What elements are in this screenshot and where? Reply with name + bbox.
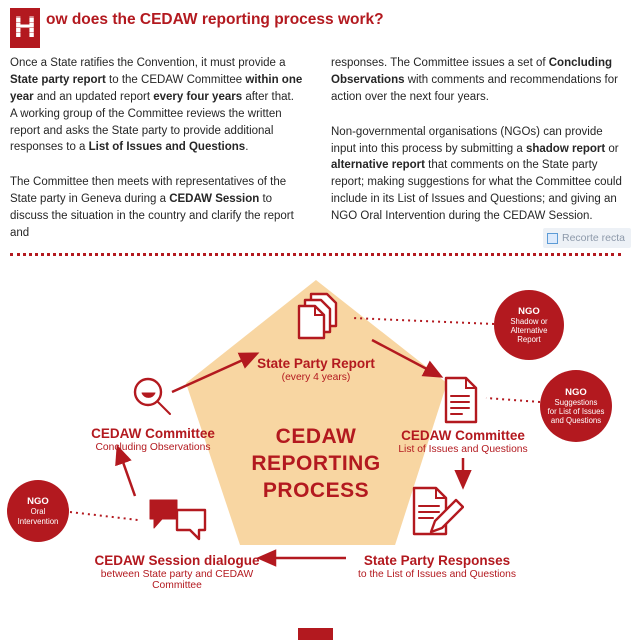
node-report-sub: (every 4 years) xyxy=(281,372,351,383)
node-responses-sub: to the List of Issues and Questions xyxy=(358,569,516,580)
snip-label: Recorte recta xyxy=(562,232,626,244)
badge-line: and Questions xyxy=(550,416,602,426)
process-diagram: State Party Report (every 4 years) CEDAW… xyxy=(0,256,631,640)
document-icon xyxy=(440,376,480,429)
node-dialogue-label: CEDAW Session dialogue between State par… xyxy=(77,553,277,591)
badge-tag: NGO xyxy=(518,305,540,317)
ngo-oral-badge: NGO Oral Intervention xyxy=(7,480,69,542)
node-responses-title: State Party Responses xyxy=(363,553,511,568)
badge-line: Report xyxy=(517,335,541,345)
node-report-label: State Party Report (every 4 years) xyxy=(223,356,409,383)
node-committee-right-sub: List of Issues and Questions xyxy=(398,444,528,455)
page-title: ow does the CEDAW reporting process work… xyxy=(46,11,384,28)
node-committee-left-title: CEDAW Committee xyxy=(91,426,215,441)
node-report-title: State Party Report xyxy=(257,356,375,371)
diagram-title: CEDAW REPORTING PROCESS xyxy=(201,424,431,505)
snip-icon xyxy=(547,232,558,244)
dotted-divider xyxy=(10,253,621,256)
report-stack-icon xyxy=(289,292,341,355)
node-committee-left-label: CEDAW Committee Concluding Observations xyxy=(72,426,234,453)
diagram-title-line: PROCESS xyxy=(262,478,370,502)
node-committee-left-sub: Concluding Observations xyxy=(95,442,211,453)
diagram-title-line: CEDAW xyxy=(275,425,357,448)
badge-line: for List of Issues xyxy=(547,407,605,416)
badge-line: Shadow or xyxy=(510,316,548,326)
pencil-document-icon xyxy=(406,486,465,549)
diagram-title-line: REPORTING xyxy=(251,451,381,475)
node-responses-label: State Party Responses to the List of Iss… xyxy=(347,553,527,580)
paragraph: Non-governmental organisations (NGOs) ca… xyxy=(331,125,622,223)
footer-mark xyxy=(298,628,333,640)
node-dialogue-title: CEDAW Session dialogue xyxy=(94,553,260,568)
badge-line: Alternative xyxy=(510,326,548,335)
badge-tag: NGO xyxy=(565,386,587,398)
ngo-shadow-badge: NGO Shadow or Alternative Report xyxy=(494,290,564,360)
drop-cap-letter: H xyxy=(14,11,36,44)
paragraph: The Committee then meets with representa… xyxy=(10,176,294,240)
badge-line: Suggestions xyxy=(554,397,598,407)
drop-cap: H xyxy=(10,8,40,48)
node-committee-right-title: CEDAW Committee xyxy=(401,428,525,443)
ngo-suggestions-badge: NGO Suggestions for List of Issues and Q… xyxy=(540,370,612,442)
badge-line: Intervention xyxy=(17,516,59,526)
node-committee-right-label: CEDAW Committee List of Issues and Quest… xyxy=(382,428,544,455)
badge-line: Oral xyxy=(30,507,46,517)
speech-bubbles-icon xyxy=(146,494,210,551)
paragraph: responses. The Committee issues a set of… xyxy=(331,57,618,103)
node-dialogue-sub: between State party and CEDAW Committee xyxy=(100,569,254,591)
intro-column-left: Once a State ratifies the Convention, it… xyxy=(10,55,303,242)
snip-tool-overlay[interactable]: Recorte recta xyxy=(543,228,631,248)
intro-column-right: responses. The Committee issues a set of… xyxy=(331,55,622,225)
badge-tag: NGO xyxy=(27,496,49,508)
paragraph: Once a State ratifies the Convention, it… xyxy=(10,57,303,154)
magnifier-icon xyxy=(128,372,176,425)
